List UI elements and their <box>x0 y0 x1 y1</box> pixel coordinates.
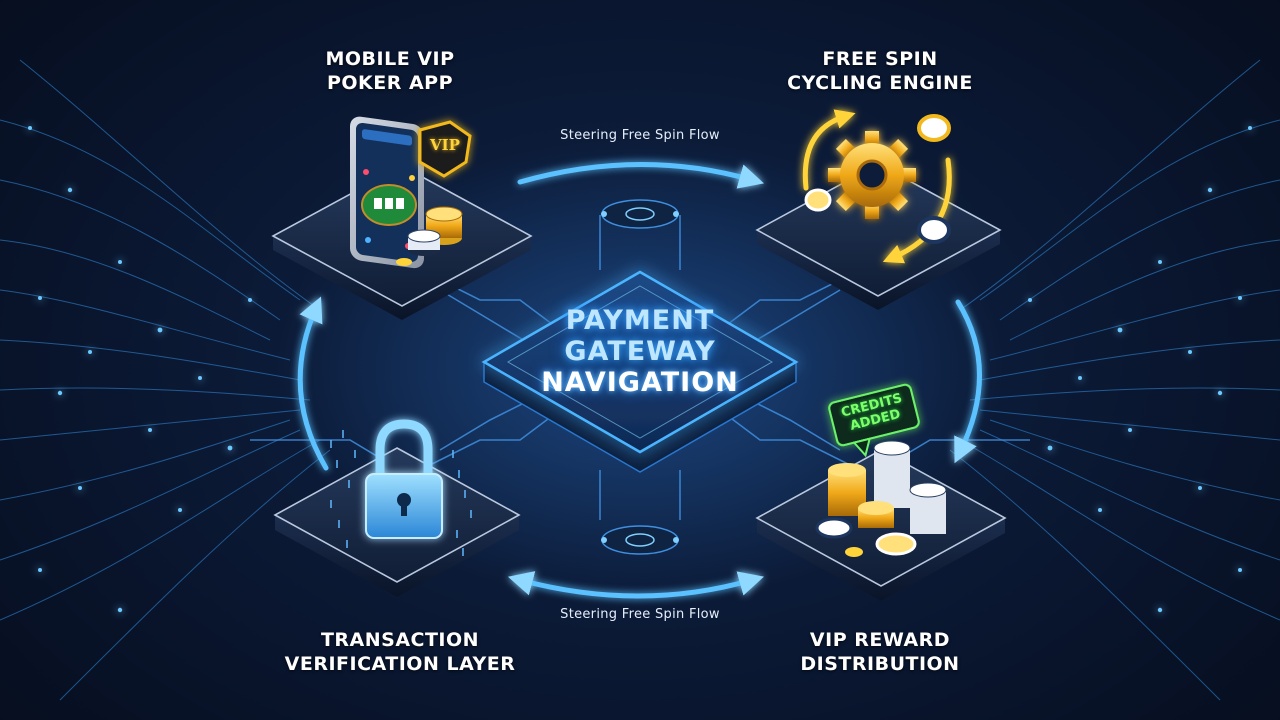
center-title: PAYMENT GATEWAY NAVIGATION <box>500 305 780 398</box>
node-label-line: VERIFICATION LAYER <box>284 653 516 675</box>
node-label-line: TRANSACTION <box>320 629 480 651</box>
node-label-vip-reward-distribution: VIP REWARD DISTRIBUTION <box>750 628 1010 676</box>
center-title-line: NAVIGATION <box>541 367 739 398</box>
vip-shield-icon <box>418 120 472 178</box>
network-lines-right <box>949 59 1280 701</box>
node-label-free-spin-cycling-engine: FREE SPIN CYCLING ENGINE <box>740 47 1020 95</box>
center-platform <box>481 270 799 473</box>
gear-icon <box>828 131 916 219</box>
flow-label-top: Steering Free Spin Flow <box>560 128 720 143</box>
node-label-line: POKER APP <box>326 72 454 94</box>
binary-stream <box>330 430 472 556</box>
flow-arrows <box>297 162 982 599</box>
smartphone-icon <box>350 116 424 269</box>
node-label-line: CYCLING ENGINE <box>787 72 973 94</box>
credits-added-badge <box>828 383 920 458</box>
node-label-line: FREE SPIN <box>822 48 938 70</box>
connector-column-top <box>601 199 679 229</box>
spin-chips <box>804 114 951 244</box>
flow-label-bottom: Steering Free Spin Flow <box>560 607 720 622</box>
node-label-line: DISTRIBUTION <box>800 653 960 675</box>
center-title-line: GATEWAY <box>564 336 716 367</box>
arrow-left <box>297 296 329 471</box>
center-title-line: PAYMENT <box>565 305 715 336</box>
node-label-mobile-vip-poker-app: MOBILE VIP POKER APP <box>260 47 520 95</box>
coin-stack-icon <box>815 440 947 557</box>
arrow-right <box>954 299 982 464</box>
vip-badge-text: VIP <box>430 136 460 154</box>
network-lines-left <box>0 59 331 701</box>
arrow-bottom <box>507 571 765 599</box>
padlock-icon <box>365 419 443 539</box>
arrow-top <box>517 162 765 189</box>
node-label-line: MOBILE VIP <box>325 48 455 70</box>
node-label-transaction-verification-layer: TRANSACTION VERIFICATION LAYER <box>250 628 550 676</box>
network-nodes <box>28 126 1252 613</box>
node-label-line: VIP REWARD <box>809 629 951 651</box>
chip-stack-icon <box>396 206 463 266</box>
connector-column-bottom <box>601 525 679 555</box>
